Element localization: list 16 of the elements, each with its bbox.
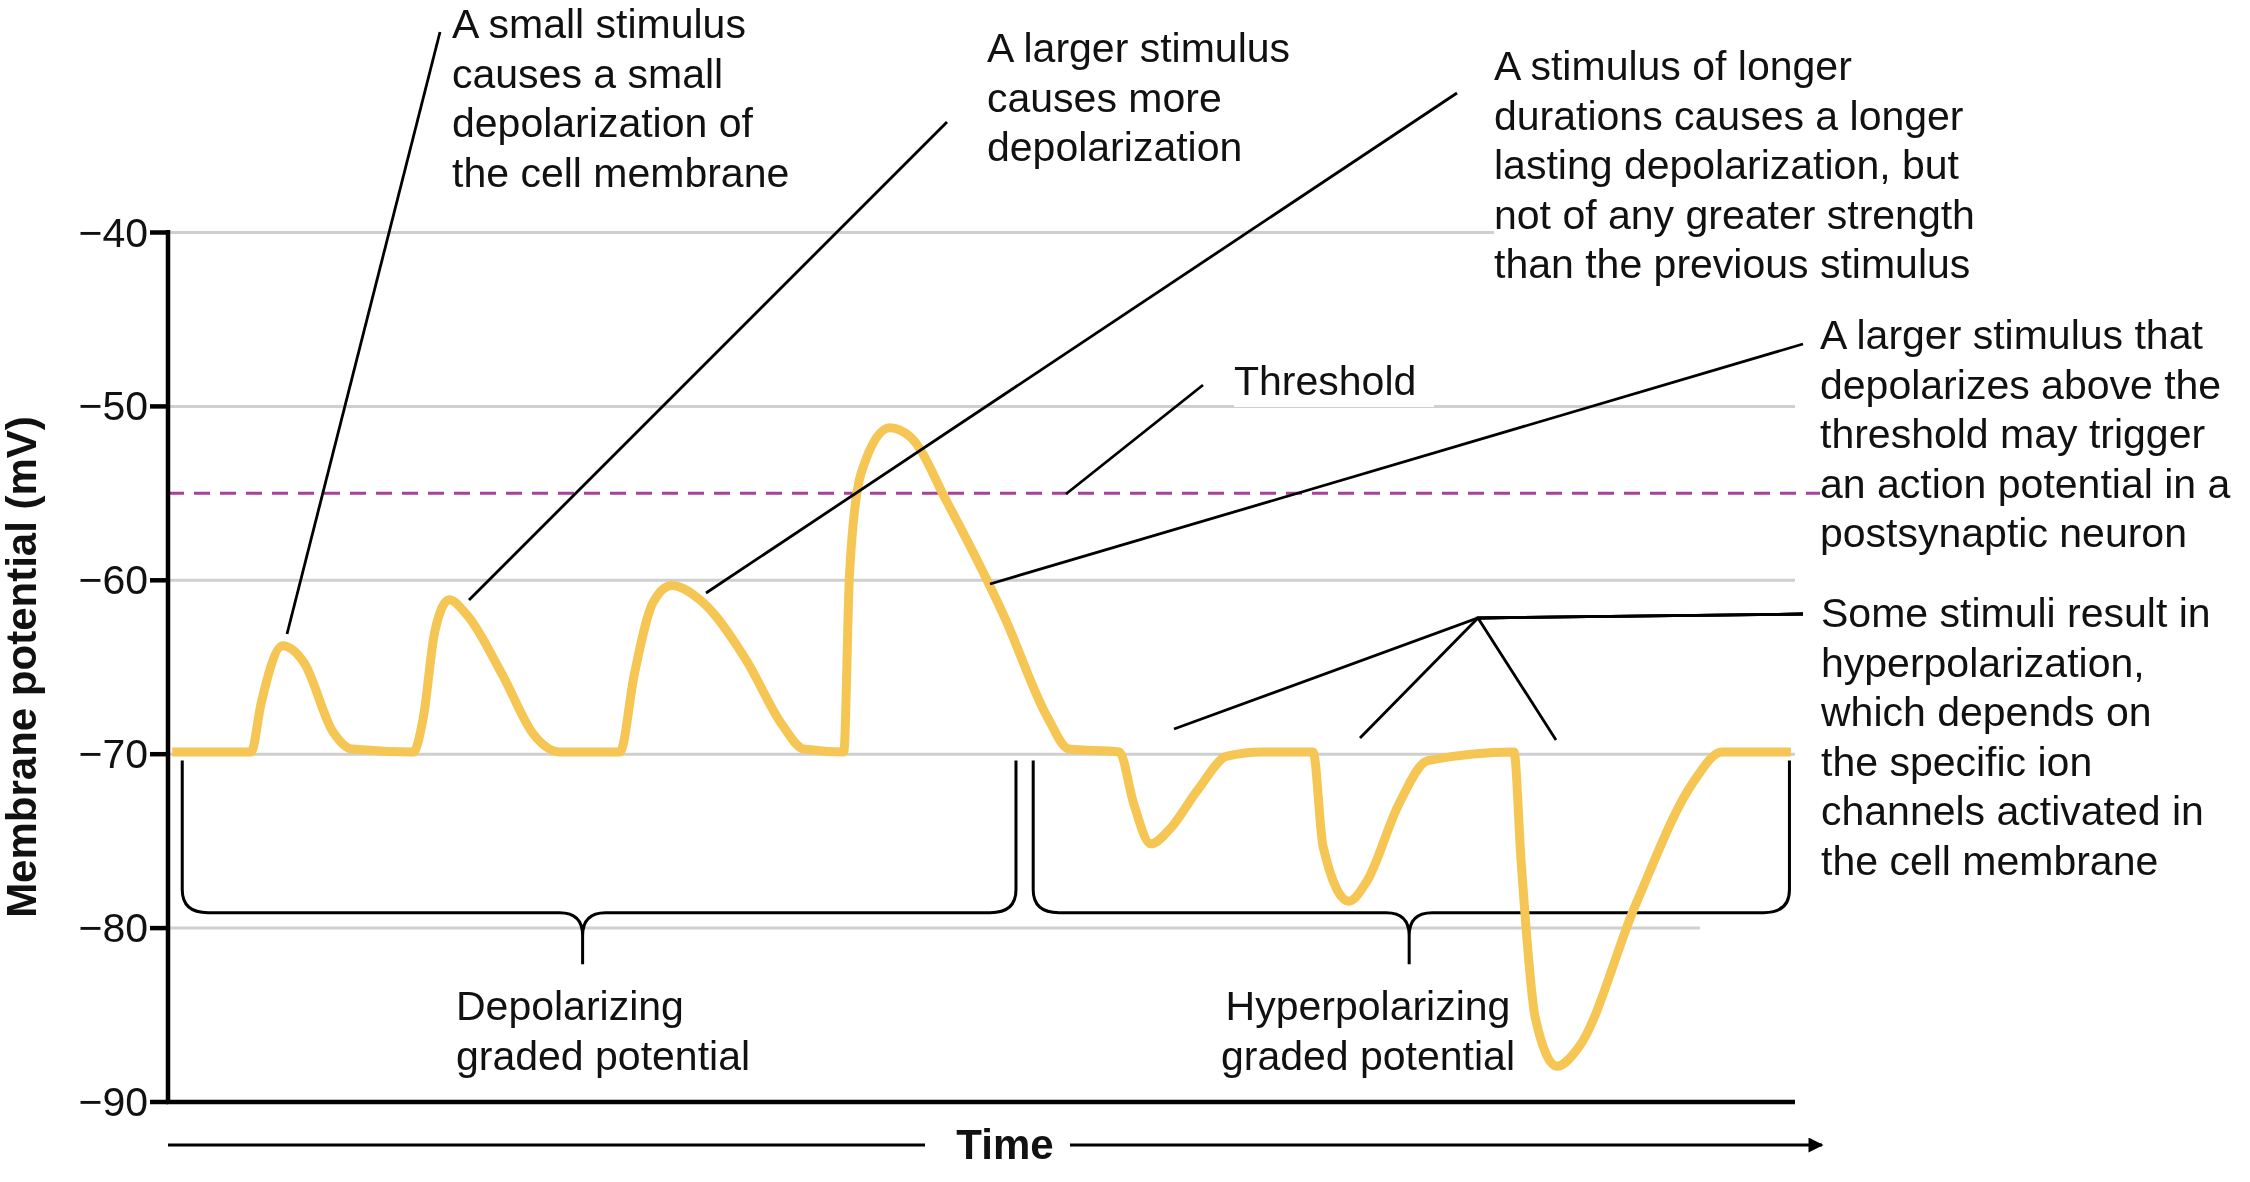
axis-tick-label: −40: [78, 208, 148, 258]
leader-line: [285, 31, 442, 635]
axis-tick-label: −80: [78, 904, 148, 954]
bracket-label: Depolarizing graded potential: [456, 982, 752, 1081]
axis-title: Time: [956, 1122, 1054, 1168]
axis-tick-label: −90: [78, 1078, 148, 1127]
leader-line: [1475, 612, 1803, 741]
leader-line: [468, 121, 948, 601]
leader-line: [989, 342, 1804, 586]
bracket-label: Hyperpolarizing graded potential: [1219, 982, 1517, 1081]
axis-tick-label: −70: [78, 730, 148, 780]
axis-title: Membrane potential (mV): [0, 416, 45, 918]
leader-line: [1065, 383, 1204, 496]
leader-line: [705, 91, 1458, 595]
axis-tick-label: −50: [78, 382, 148, 432]
axis-tick-label: −60: [78, 556, 148, 606]
